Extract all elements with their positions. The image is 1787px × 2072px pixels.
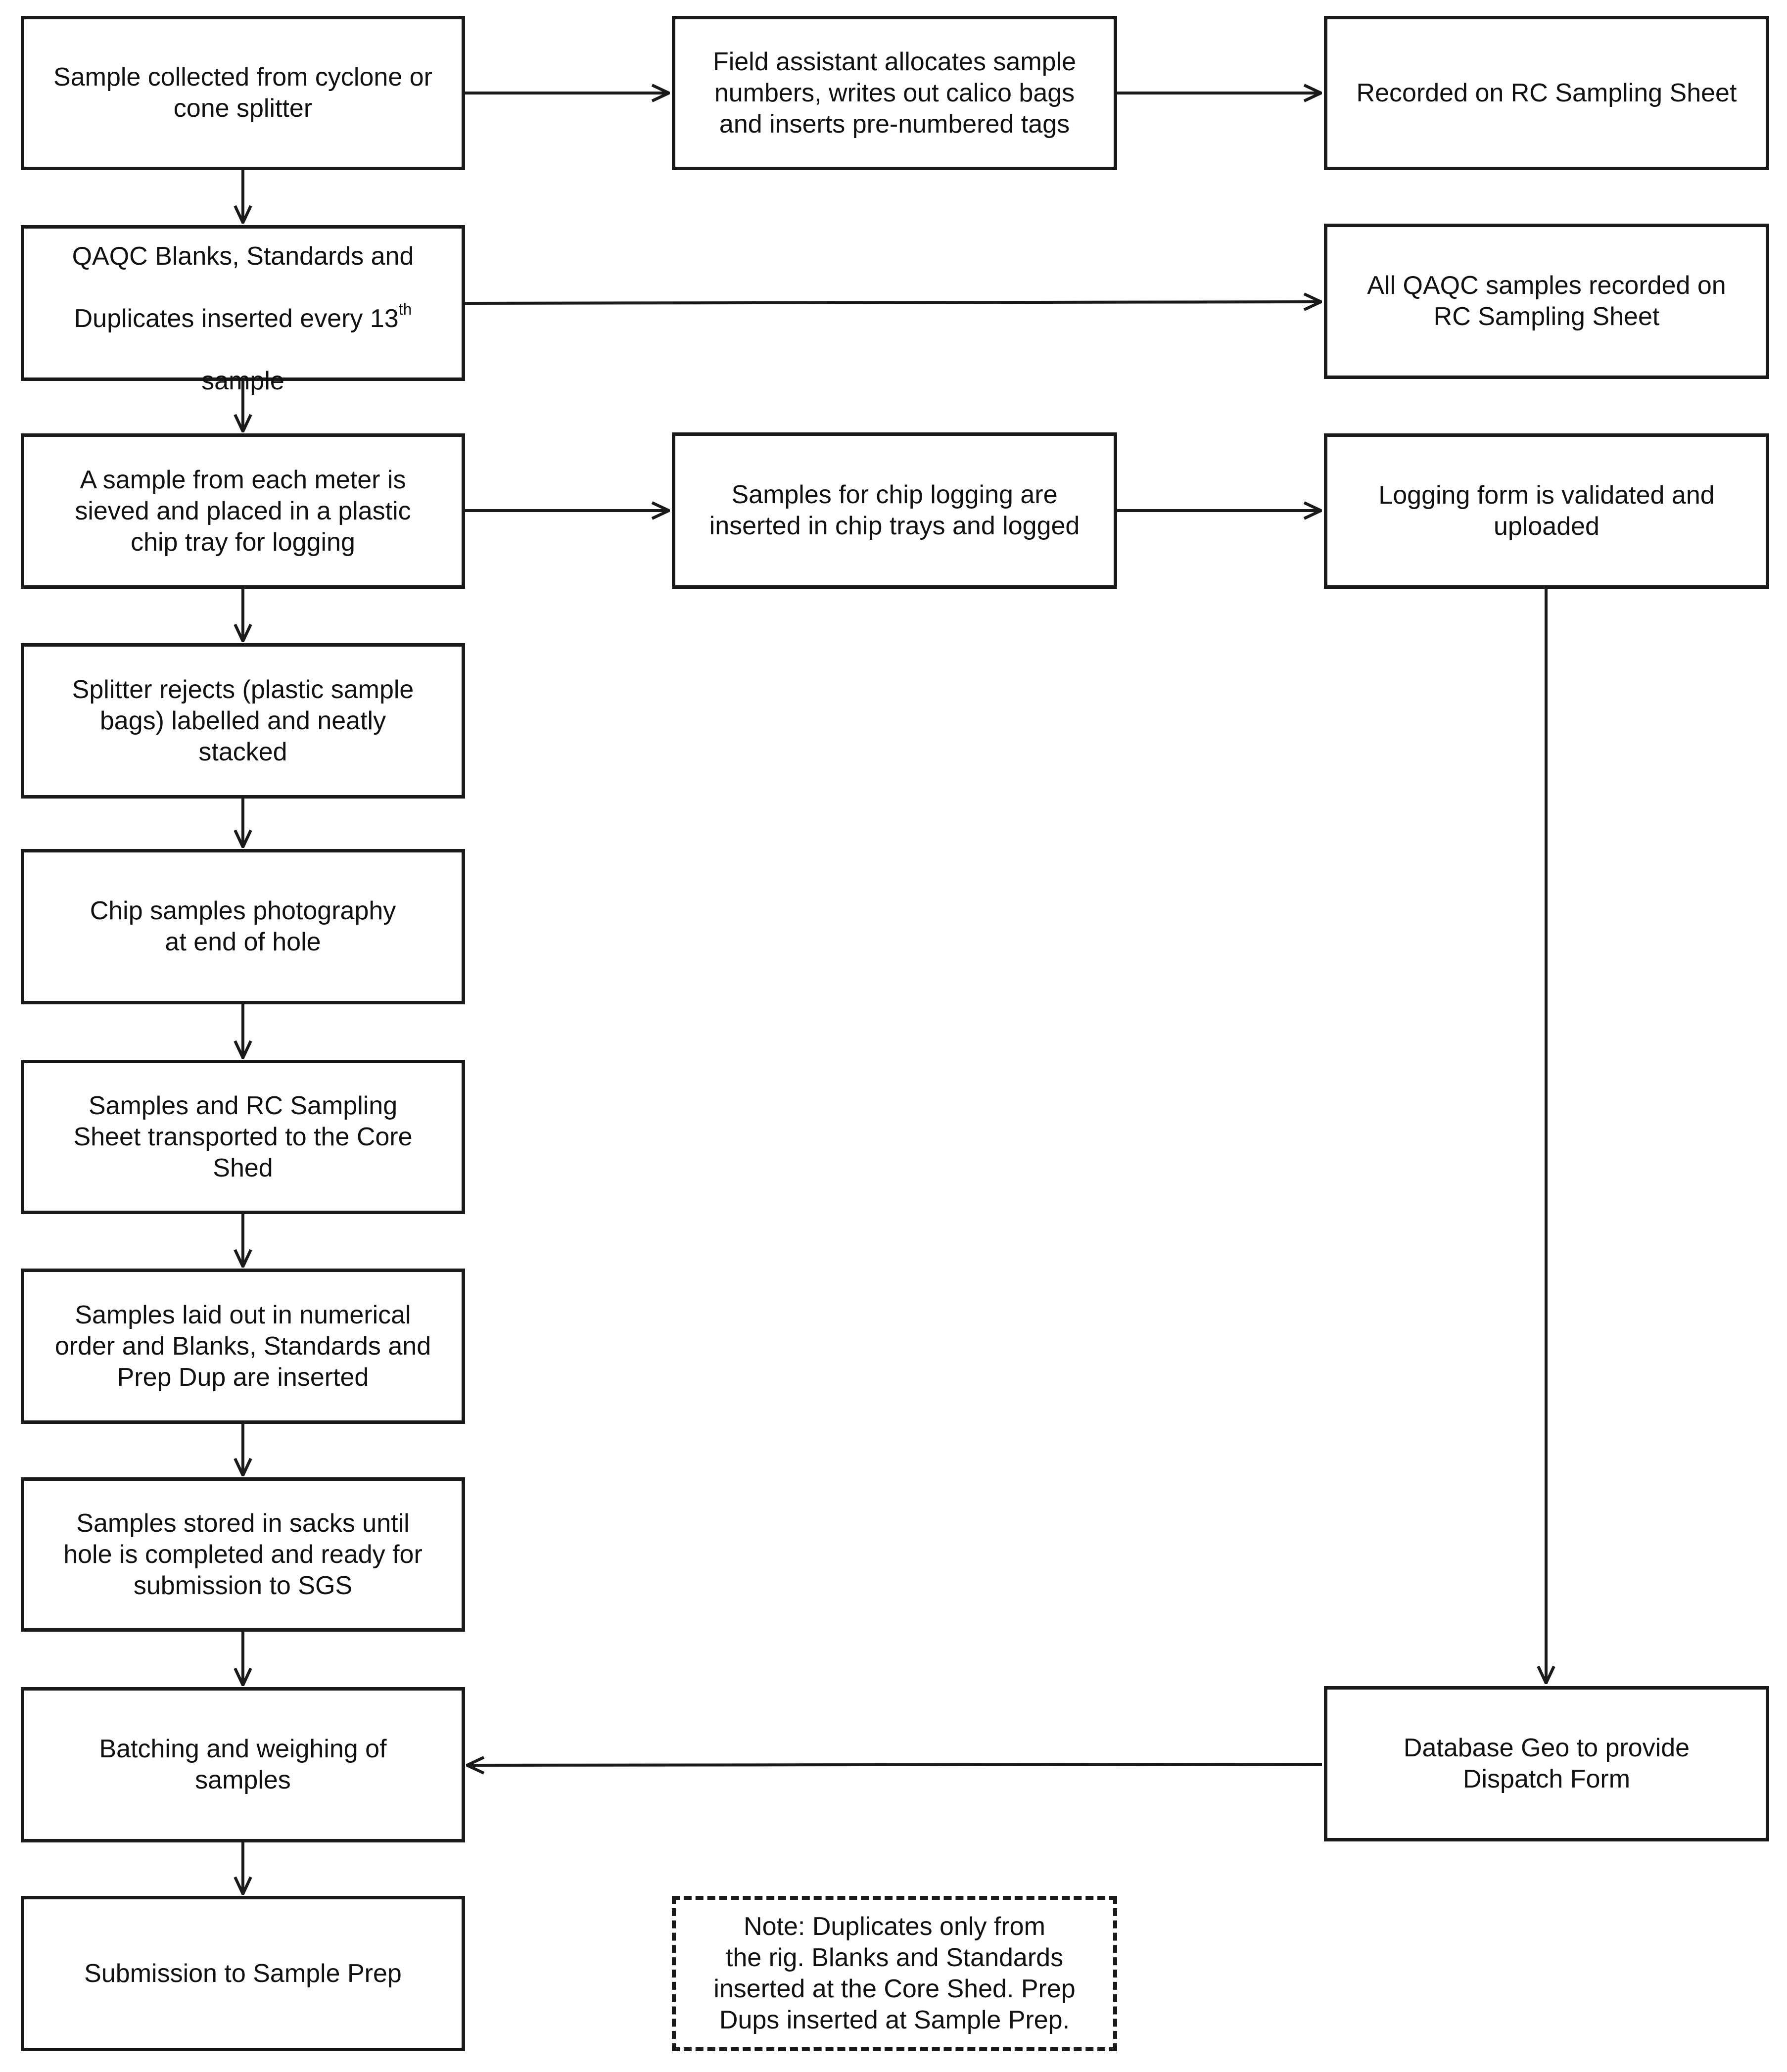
qaqc-line-1: QAQC Blanks, Standards and bbox=[72, 241, 414, 271]
step-database-geo: Database Geo to provide Dispatch Form bbox=[1324, 1686, 1769, 1841]
step-chip-logging-text: Samples for chip logging are inserted in… bbox=[709, 480, 1080, 540]
step-chip-photography-text: Chip samples photography at end of hole bbox=[90, 896, 396, 956]
step-sample-collected: Sample collected from cyclone or cone sp… bbox=[21, 16, 465, 170]
step-recorded-rc-sheet: Recorded on RC Sampling Sheet bbox=[1324, 16, 1769, 170]
step-field-assistant: Field assistant allocates sample numbers… bbox=[672, 16, 1117, 170]
step-laid-out-text: Samples laid out in numerical order and … bbox=[54, 1300, 431, 1392]
step-field-assistant-text: Field assistant allocates sample numbers… bbox=[712, 47, 1077, 139]
step-batching: Batching and weighing of samples bbox=[21, 1687, 465, 1842]
step-laid-out: Samples laid out in numerical order and … bbox=[21, 1269, 465, 1424]
qaqc-line-3: sample bbox=[201, 366, 284, 395]
step-qaqc-inserted-text: QAQC Blanks, Standards and Duplicates in… bbox=[72, 210, 414, 397]
step-logging-form-text: Logging form is validated and uploaded bbox=[1378, 481, 1715, 541]
note-box: Note: Duplicates only from the rig. Blan… bbox=[672, 1896, 1117, 2051]
step-chip-logging: Samples for chip logging are inserted in… bbox=[672, 432, 1117, 589]
note-text: Note: Duplicates only from the rig. Blan… bbox=[713, 1912, 1076, 2034]
step-sample-collected-text: Sample collected from cyclone or cone sp… bbox=[53, 63, 432, 123]
step-stored-sacks: Samples stored in sacks until hole is co… bbox=[21, 1477, 465, 1632]
step-sample-sieved-text: A sample from each meter is sieved and p… bbox=[75, 465, 411, 557]
step-sample-sieved: A sample from each meter is sieved and p… bbox=[21, 433, 465, 589]
qaqc-superscript: th bbox=[398, 300, 412, 319]
step-qaqc-inserted: QAQC Blanks, Standards and Duplicates in… bbox=[21, 225, 465, 395]
step-logging-form: Logging form is validated and uploaded bbox=[1324, 433, 1769, 589]
step-stored-sacks-text: Samples stored in sacks until hole is co… bbox=[63, 1508, 423, 1600]
step-submission: Submission to Sample Prep bbox=[21, 1896, 465, 2051]
step-batching-text: Batching and weighing of samples bbox=[99, 1735, 387, 1794]
step-transported: Samples and RC Sampling Sheet transporte… bbox=[21, 1060, 465, 1214]
step-recorded-rc-sheet-text: Recorded on RC Sampling Sheet bbox=[1356, 78, 1737, 107]
step-qaqc-recorded: All QAQC samples recorded on RC Sampling… bbox=[1324, 224, 1769, 379]
arrow-qaqc-to-qaqc-recorded bbox=[465, 302, 1321, 303]
step-splitter-rejects: Splitter rejects (plastic sample bags) l… bbox=[21, 643, 465, 799]
step-chip-photography: Chip samples photography at end of hole bbox=[21, 849, 465, 1004]
step-database-geo-text: Database Geo to provide Dispatch Form bbox=[1403, 1734, 1690, 1793]
step-qaqc-recorded-text: All QAQC samples recorded on RC Sampling… bbox=[1367, 271, 1726, 331]
arrow-database-geo-to-batching bbox=[467, 1764, 1322, 1765]
qaqc-line-2: Duplicates inserted every 13 bbox=[74, 304, 399, 333]
step-submission-text: Submission to Sample Prep bbox=[84, 1959, 402, 1988]
step-splitter-rejects-text: Splitter rejects (plastic sample bags) l… bbox=[72, 675, 414, 766]
step-transported-text: Samples and RC Sampling Sheet transporte… bbox=[73, 1091, 413, 1182]
